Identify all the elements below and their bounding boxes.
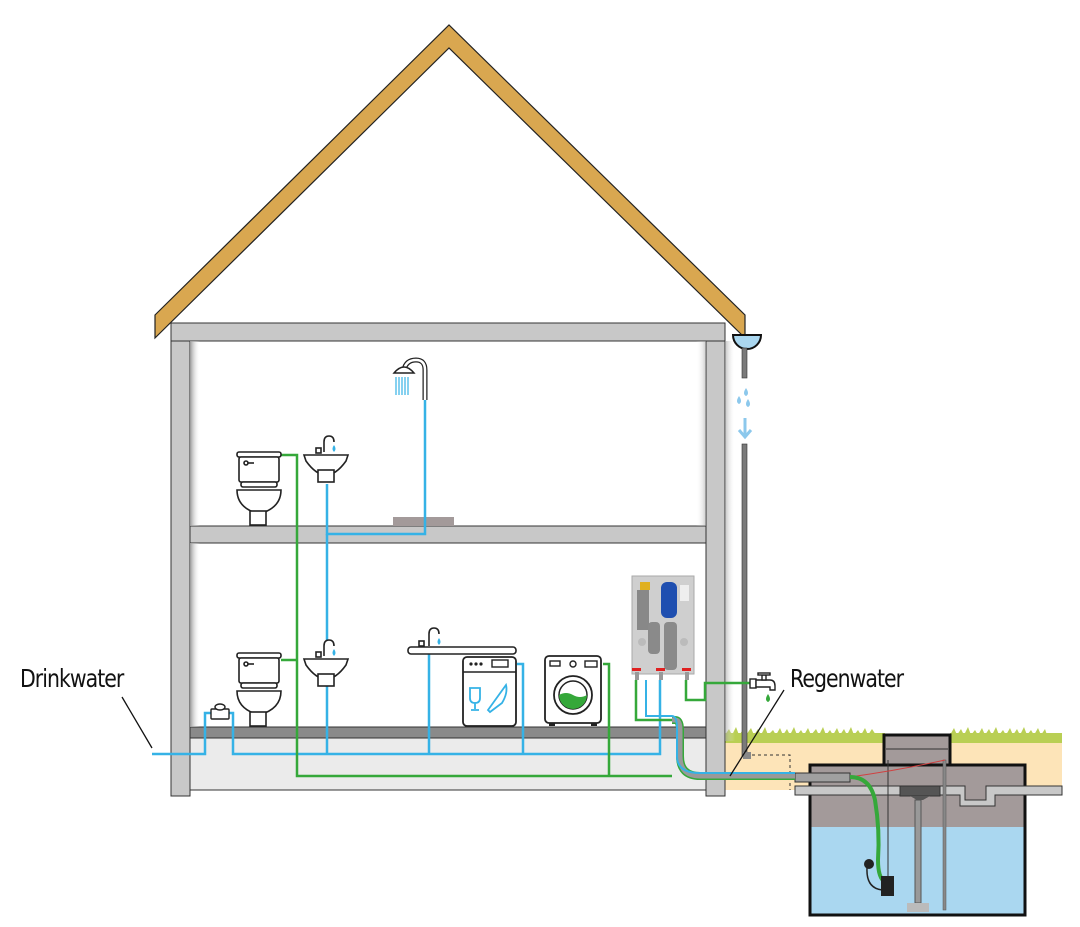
drinkwater-label: Drinkwater — [20, 664, 124, 693]
outdoor-tap-icon — [749, 672, 776, 702]
rain-drops-icon — [737, 388, 750, 407]
washbasin-lower-icon — [302, 639, 350, 687]
regenwater-leader-line — [729, 689, 785, 777]
shower-icon — [392, 357, 428, 400]
regenwater-label: Regenwater — [790, 664, 904, 693]
rainwater-pump-unit — [631, 575, 695, 680]
toilet-lower-icon — [236, 652, 282, 727]
rain-water-pipes — [281, 453, 750, 778]
house-structure — [170, 322, 735, 797]
downpipe — [741, 443, 748, 757]
drinkwater-leader-line — [121, 696, 153, 749]
drinking-water-pipes — [152, 400, 662, 756]
roof — [154, 24, 746, 340]
kitchen-sink-icon — [407, 627, 517, 655]
underground-tank — [743, 733, 1063, 917]
water-meter-icon — [210, 703, 230, 720]
gutter — [731, 334, 763, 379]
washing-machine-icon — [544, 655, 602, 726]
washbasin-upper-icon — [302, 435, 350, 483]
dishwasher-icon — [462, 656, 517, 727]
toilet-upper-icon — [236, 451, 282, 526]
arrow-down-icon — [737, 418, 753, 440]
pipe-bundle — [645, 680, 795, 780]
